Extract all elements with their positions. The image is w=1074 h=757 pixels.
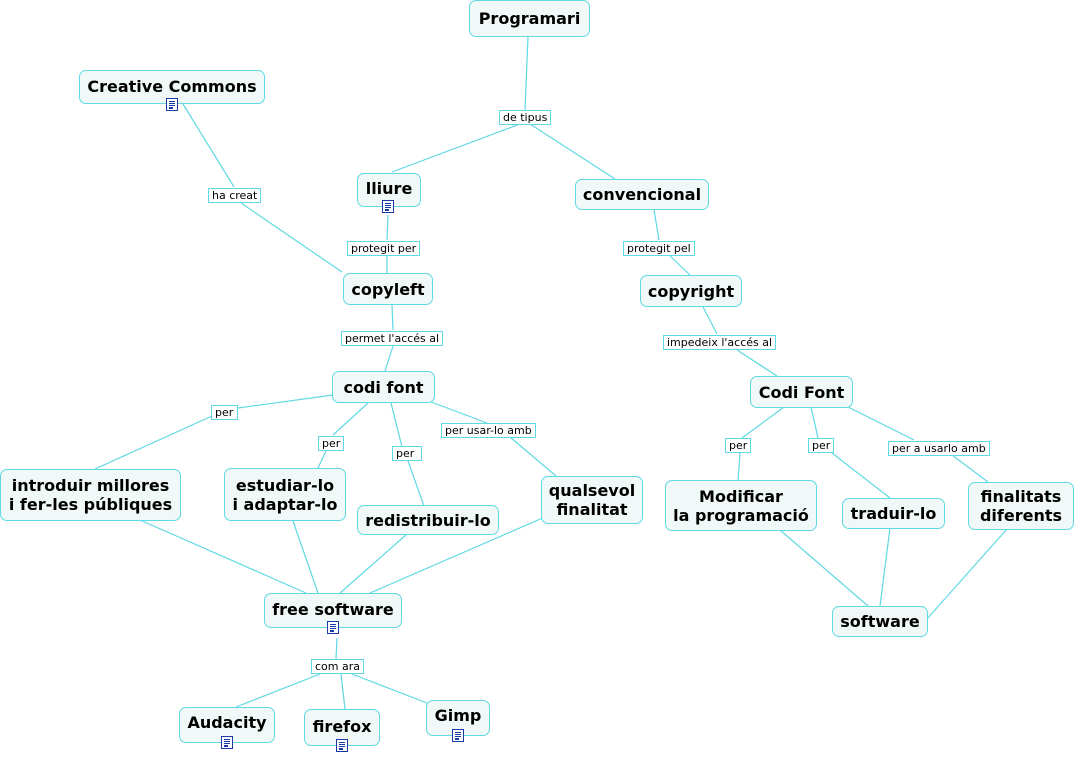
node-software[interactable]: software [832, 606, 928, 637]
node-copyright[interactable]: copyright [640, 275, 742, 307]
node-convencional[interactable]: convencional [575, 179, 709, 210]
node-codi-font[interactable]: codi font [332, 371, 435, 403]
node-programari[interactable]: Programari [469, 0, 590, 37]
link-label: per a usarlo amb [888, 441, 990, 456]
link-label: per [392, 446, 423, 461]
node-label: software [840, 612, 920, 631]
link-label: com ara [311, 659, 364, 674]
node-qualsevol-finalitat[interactable]: qualsevol finalitat [541, 476, 643, 524]
link-label: de tipus [499, 110, 552, 125]
node-estudiar[interactable]: estudiar-lo i adaptar-lo [224, 468, 346, 521]
node-label: traduir-lo [850, 504, 937, 523]
node-introduir-millores[interactable]: introduir millores i fer-les públiques [0, 469, 181, 521]
node-modificar[interactable]: Modificar la programació [665, 480, 817, 531]
link-label: protegit per [347, 241, 421, 256]
node-label: estudiar-lo i adaptar-lo [232, 475, 338, 514]
node-label: introduir millores i fer-les públiques [8, 476, 173, 514]
document-icon[interactable] [336, 739, 348, 752]
link-label: per usar-lo amb [441, 423, 536, 438]
node-label: copyright [647, 281, 735, 301]
link-label: per [808, 438, 835, 453]
node-label: Creative Commons [87, 77, 257, 96]
document-icon[interactable] [166, 98, 178, 111]
node-label: redistribuir-lo [365, 510, 491, 530]
node-label: Modificar la programació [673, 486, 809, 525]
document-icon[interactable] [452, 729, 464, 742]
link-label: per [318, 436, 345, 451]
node-label: Codi Font [758, 382, 845, 402]
node-label: qualsevol finalitat [548, 481, 636, 519]
node-label: lliure [365, 179, 413, 198]
link-label: ha creat [208, 188, 262, 203]
node-label: Programari [478, 9, 581, 28]
document-icon[interactable] [221, 736, 233, 749]
node-finalitats-diferents[interactable]: finalitats diferents [968, 482, 1074, 530]
node-label: firefox [312, 717, 372, 736]
link-label: per [211, 405, 239, 420]
link-label: permet l'accés al [341, 331, 444, 346]
node-label: Audacity [187, 713, 267, 732]
node-redistribuir[interactable]: redistribuir-lo [357, 505, 499, 535]
node-label: convencional [582, 185, 702, 204]
node-label: Gimp [434, 706, 482, 725]
document-icon[interactable] [382, 200, 394, 213]
document-icon[interactable] [327, 621, 339, 634]
link-label: protegit pel [623, 241, 695, 256]
node-label: copyleft [351, 279, 425, 299]
node-traduir[interactable]: traduir-lo [842, 498, 945, 529]
node-creative-commons[interactable]: Creative Commons [79, 70, 265, 104]
node-label: free software [272, 600, 394, 619]
node-label: codi font [343, 377, 424, 397]
node-codi-font-2[interactable]: Codi Font [750, 376, 853, 408]
node-firefox[interactable]: firefox [304, 709, 380, 746]
link-label: impedeix l'accés al [663, 335, 777, 350]
node-copyleft[interactable]: copyleft [343, 273, 433, 305]
node-label: finalitats diferents [979, 487, 1063, 525]
link-label: per [725, 438, 752, 453]
